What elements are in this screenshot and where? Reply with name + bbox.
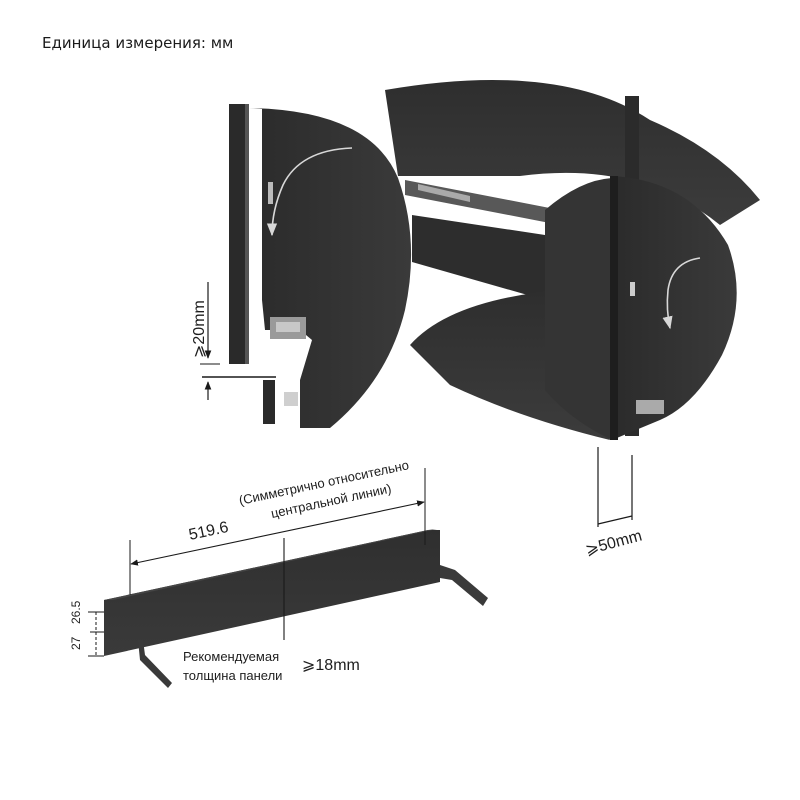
panel-mounting-illustration: 519.6 (Симметрично относительно централь… — [69, 457, 488, 688]
corner-shelf-door — [249, 108, 412, 428]
clearance-dimension-label: ⩾50mm — [584, 527, 644, 558]
gap-dimension-label: ⩾20mm — [191, 300, 208, 358]
rotation-arrow — [662, 257, 701, 330]
thickness-label-line1: Рекомендуемая — [183, 649, 279, 664]
swing-arrow — [266, 147, 353, 237]
unit-label: Единица измерения: мм — [42, 34, 234, 52]
left-mounting-bracket — [138, 640, 172, 688]
hinge-bracket — [268, 182, 273, 204]
thickness-label-line2: толщина панели — [183, 668, 282, 683]
support-bar — [412, 215, 545, 300]
front-fan-panel — [612, 176, 737, 440]
width-dimension-label: 519.6 — [187, 519, 230, 544]
right-mounting-bracket — [440, 565, 488, 606]
panel-front-face — [104, 530, 440, 656]
cabinet-side-wall — [229, 104, 247, 364]
height-dimension-label-a: 27 — [69, 636, 83, 650]
front-door-panel — [545, 178, 612, 440]
top-left-hinge-illustration: ⩾20mm — [191, 104, 412, 428]
top-right-rotating-shelf-illustration: ⩾50mm — [385, 80, 760, 559]
thickness-value: ⩾18mm — [302, 657, 360, 674]
height-dimension-label-b: 26.5 — [69, 600, 83, 624]
